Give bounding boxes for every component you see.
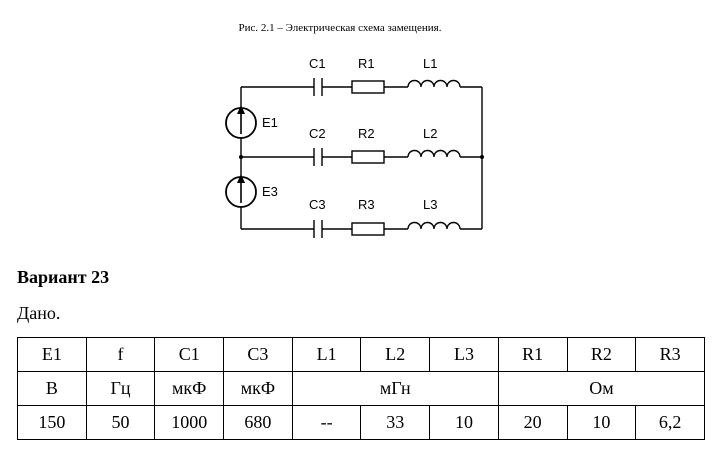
- table-header-row: E1 f C1 C3 L1 L2 L3 R1 R2 R3: [17, 337, 705, 372]
- unit-cell-inductance: мГн: [291, 371, 499, 406]
- value-cell-r1: 20: [497, 405, 568, 440]
- value-cell-c1: 1000: [154, 405, 225, 440]
- label-l2: L2: [423, 126, 437, 141]
- label-l3: L3: [423, 197, 437, 212]
- voltage-source-e1-arrow-head: [237, 105, 245, 114]
- label-r3: R3: [358, 197, 375, 212]
- resistor-r2: [351, 150, 385, 164]
- unit-cell-resistance: Ом: [497, 371, 706, 406]
- figure-caption-text: Рис. 2.1 – Электрическая схема замещения…: [238, 22, 442, 34]
- label-l1: L1: [423, 56, 437, 71]
- value-cell-r3: 6,2: [635, 405, 705, 440]
- unit-cell-f: Гц: [85, 371, 156, 406]
- variant-title: Вариант 23: [17, 267, 110, 287]
- label-c3: C3: [309, 197, 326, 212]
- unit-cell-c3: мкФ: [223, 371, 293, 406]
- header-cell-f: f: [85, 337, 156, 372]
- unit-cell-e1: В: [17, 371, 87, 406]
- inductor-l2: [407, 149, 461, 158]
- label-c2: C2: [309, 126, 326, 141]
- circuit-diagram: E1 E3 C1 R1 L1 C2 R2 L2 C3 R3 L3: [225, 56, 484, 238]
- header-cell-r1: R1: [497, 337, 568, 372]
- header-cell-c1: C1: [154, 337, 225, 372]
- header-cell-l2: L2: [360, 337, 431, 372]
- value-cell-c3: 680: [223, 405, 293, 440]
- inductor-l1: [407, 79, 461, 88]
- label-e3: E3: [262, 184, 278, 199]
- inductor-l3: [407, 221, 461, 230]
- header-cell-c3: C3: [223, 337, 293, 372]
- table-values-row: 150 50 1000 680 -- 33 10 20 10 6,2: [17, 405, 705, 440]
- value-cell-e1: 150: [17, 405, 87, 440]
- value-cell-l2: 33: [360, 405, 431, 440]
- resistor-r1: [351, 80, 385, 94]
- label-e1: E1: [262, 115, 278, 130]
- given-label: Дано.: [17, 303, 61, 323]
- junction-right: [480, 155, 484, 159]
- value-cell-l1: --: [291, 405, 362, 440]
- header-cell-l1: L1: [291, 337, 362, 372]
- header-cell-r3: R3: [635, 337, 705, 372]
- label-r2: R2: [358, 126, 375, 141]
- label-r1: R1: [358, 56, 375, 71]
- unit-cell-c1: мкФ: [154, 371, 225, 406]
- value-cell-f: 50: [85, 405, 156, 440]
- label-c1: C1: [309, 56, 326, 71]
- resistor-r3: [351, 222, 385, 236]
- junction-left: [239, 155, 243, 159]
- voltage-source-e3-arrow-head: [237, 174, 245, 183]
- header-cell-e1: E1: [17, 337, 87, 372]
- parameters-table: E1 f C1 C3 L1 L2 L3 R1 R2 R3 В Гц мкФ мк…: [17, 337, 706, 440]
- header-cell-r2: R2: [566, 337, 637, 372]
- value-cell-l3: 10: [429, 405, 499, 440]
- figure-caption: Рис. 2.1 – Электрическая схема замещения…: [0, 22, 720, 34]
- value-cell-r2: 10: [566, 405, 637, 440]
- header-cell-l3: L3: [429, 337, 499, 372]
- table-units-row: В Гц мкФ мкФ мГн Ом: [17, 371, 706, 406]
